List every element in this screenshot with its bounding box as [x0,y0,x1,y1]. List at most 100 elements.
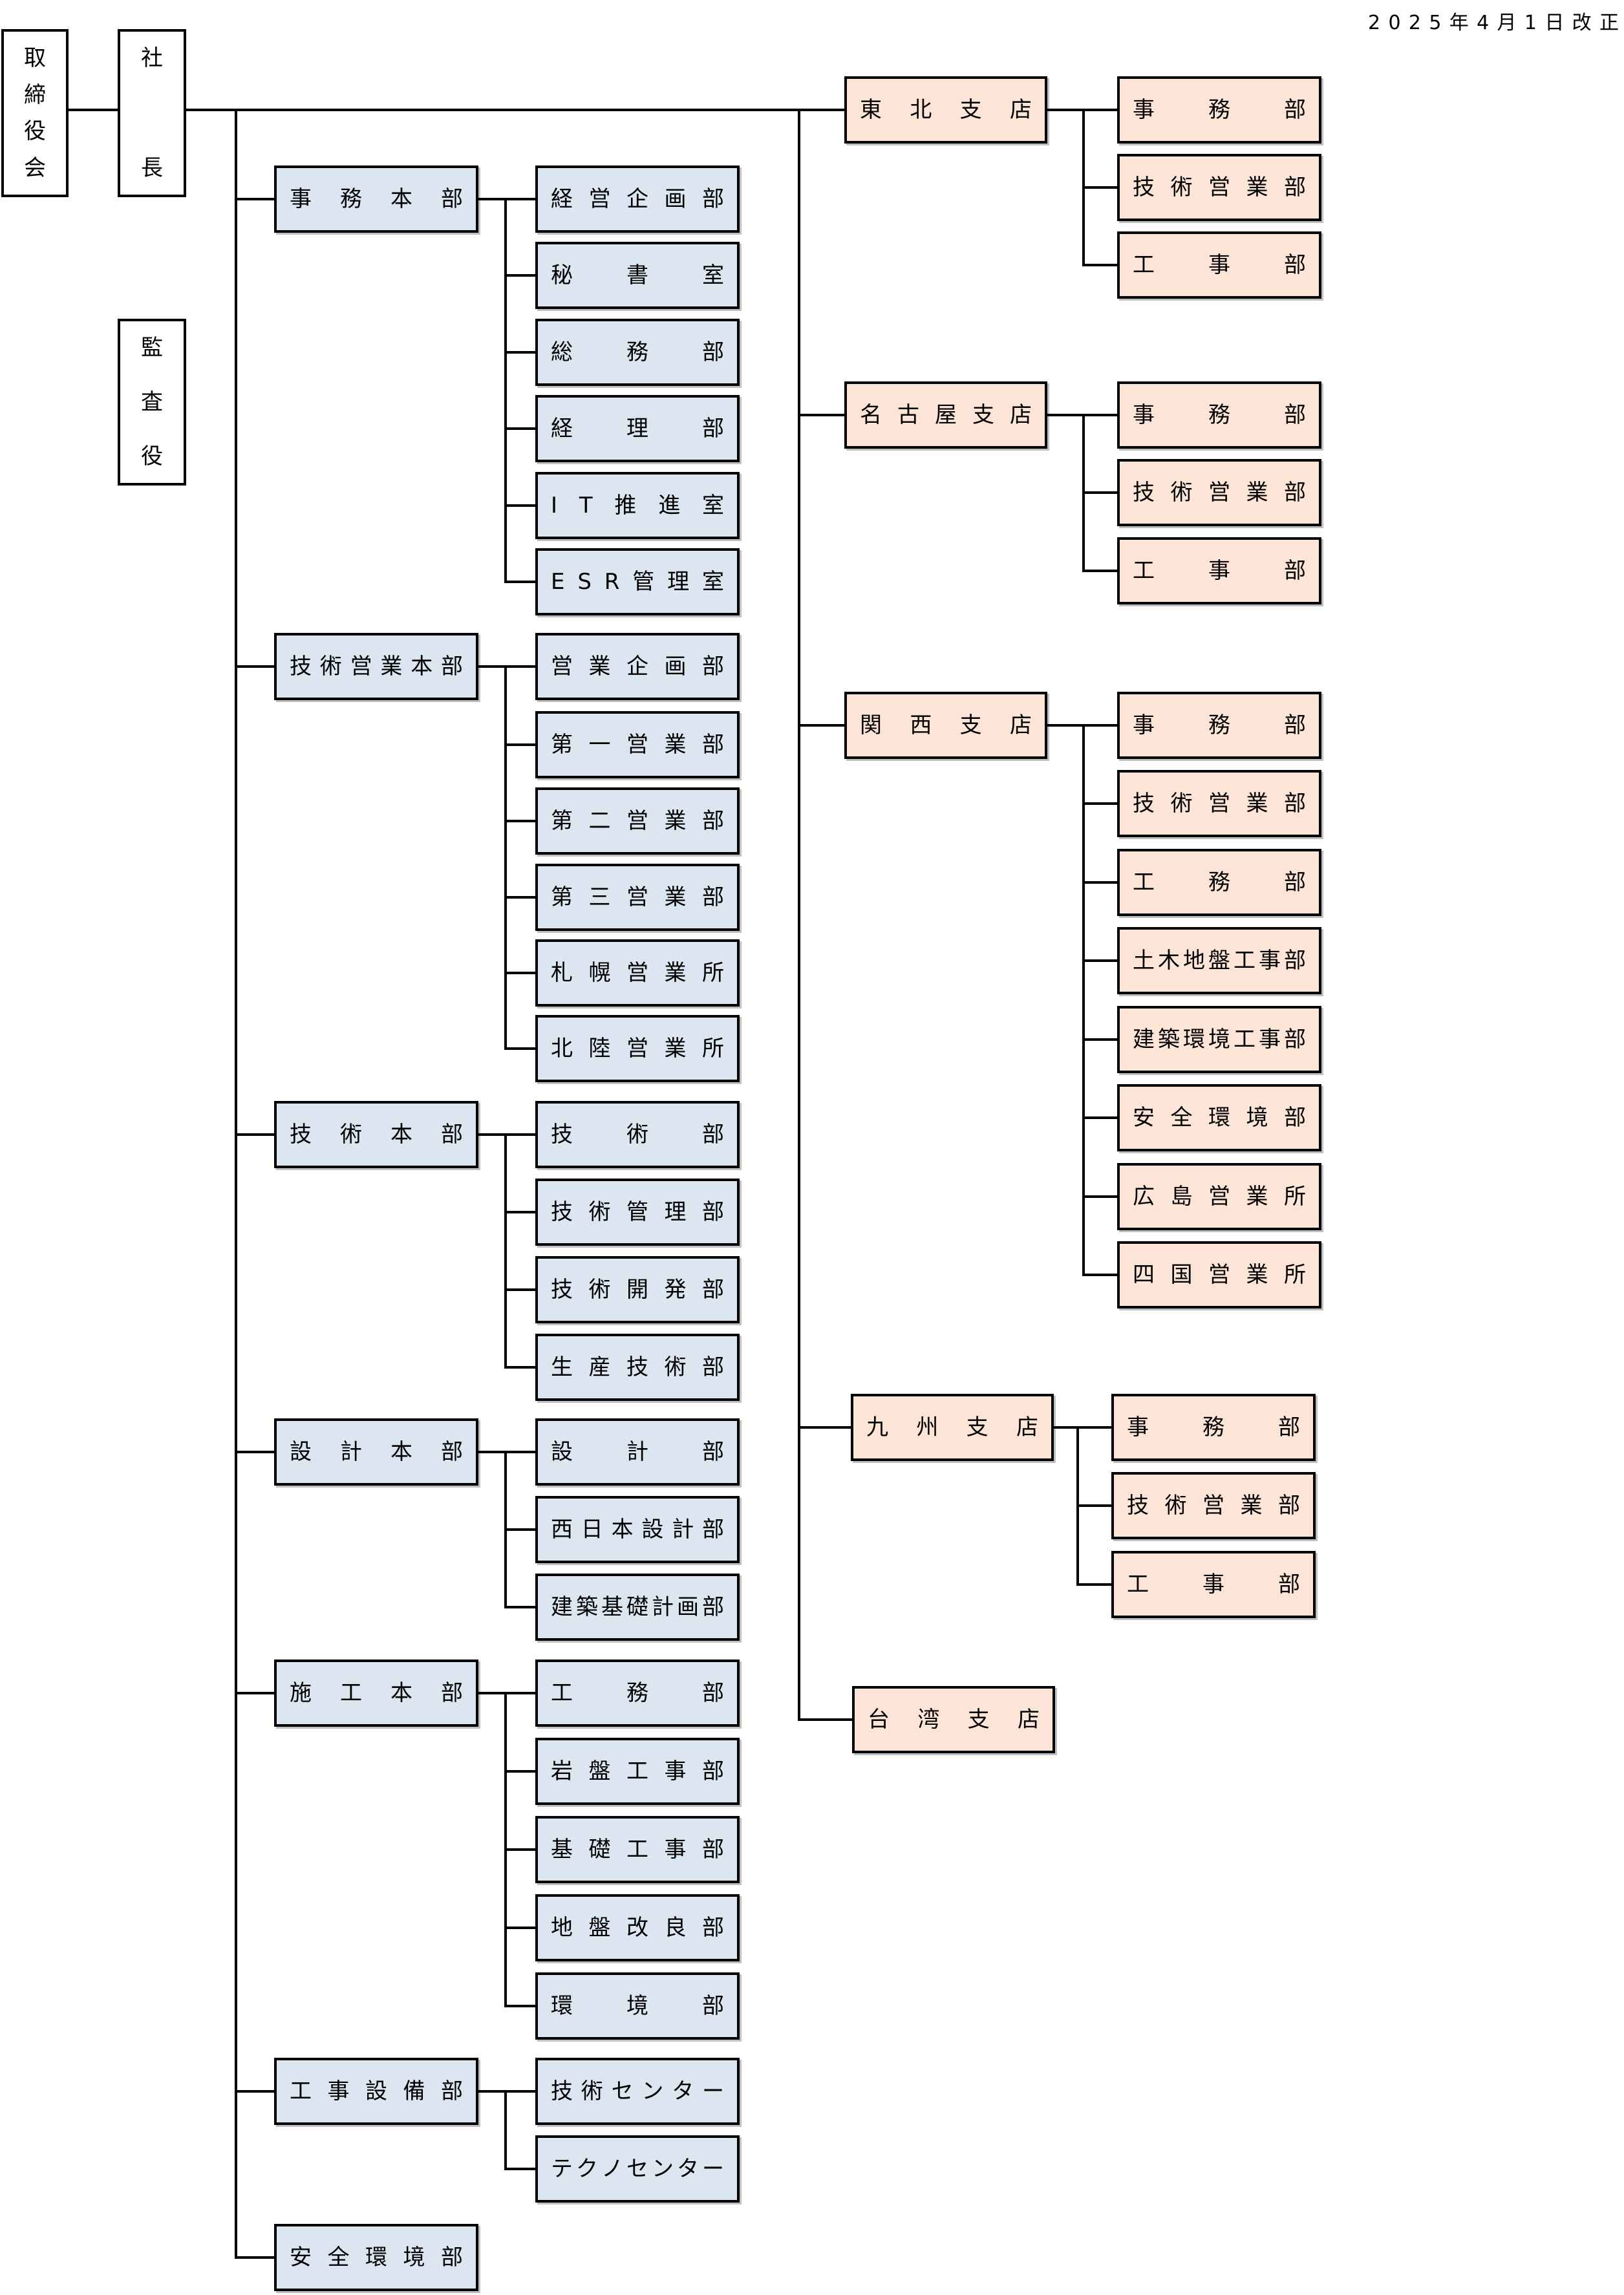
label-char: 画 [677,1594,699,1620]
label-char: 第 [551,732,573,758]
connector-line [1076,1583,1113,1586]
hq-department-box: 営業企画部 [535,633,740,700]
label-char: 役 [141,443,163,469]
label-char: 施 [290,1680,312,1706]
label-char: 開 [626,1277,648,1303]
label-char: 本 [390,1122,412,1148]
branch-department-box: 技術営業部 [1117,154,1321,221]
label-char: 技 [551,1277,573,1303]
label-char: 部 [702,884,724,910]
label-char: 技 [290,1122,312,1148]
label-char: 務 [626,339,648,365]
label-char: 営 [1208,791,1230,817]
label-char: 設 [641,1517,664,1542]
label-char: 日 [581,1517,603,1542]
label-char: 幌 [588,960,611,986]
label-char: テ [551,2156,573,2182]
label-char: 締 [24,81,46,108]
label-char: 設 [365,2078,387,2104]
connector-line [504,2090,537,2093]
label-char: 室 [702,493,724,518]
connector-line [504,198,537,200]
label-char: 工 [340,1680,362,1706]
label-char: 営 [588,186,611,212]
label-char: 事 [1259,1027,1281,1052]
headquarters-box: 施工本部 [274,1660,478,1727]
label-char: 経 [551,186,573,212]
label-char: 工 [1234,1027,1255,1052]
label-char: 業 [588,654,611,679]
label-char: 店 [1009,712,1032,738]
connector-line [1076,1426,1113,1429]
label-char: 務 [1208,402,1230,428]
hq-department-box: 西日本設計部 [535,1496,740,1563]
label-char: 業 [1246,480,1268,506]
label-char: 店 [1017,1707,1040,1733]
label-char: 部 [1284,558,1306,584]
label-char: 部 [1284,402,1306,428]
hq-department-box: 生産技術部 [535,1334,740,1401]
label-char: 部 [702,186,724,212]
headquarters-box: 技術営業本部 [274,633,478,700]
label-char: 会 [24,155,46,181]
label-char: 第 [551,808,573,834]
connector-line [798,1426,852,1429]
branch-department-box: 技術営業部 [1117,770,1321,837]
label-char: 設 [290,1439,312,1465]
label-char: 二 [588,808,611,834]
label-char: 社 [141,45,163,71]
connector-line [1046,724,1085,727]
hq-department-box: 技術管理部 [535,1179,740,1246]
label-char: 部 [441,1122,463,1148]
connector-line [504,351,537,354]
label-char: 安 [290,2245,312,2270]
label-char: 部 [701,1517,724,1542]
label-char: 業 [664,808,687,834]
label-char: 部 [441,186,463,212]
branch-department-box: 土木地盤工事部 [1117,927,1321,994]
board-of-directors-box: 取締役会 [1,29,69,197]
connector-line [1082,109,1118,111]
label-char: 技 [1127,1493,1149,1519]
label-char: 北 [551,1036,573,1062]
label-char: 2 [1368,12,1381,34]
connector-line [1082,570,1118,572]
label-char: ン [641,2078,664,2104]
label-char: 技 [290,654,312,679]
label-char: 部 [702,732,724,758]
connector-line [1082,491,1118,494]
label-char: 業 [380,654,403,679]
label-char: 環 [365,2245,387,2270]
connector-line [67,109,119,111]
connector-line [235,2256,275,2259]
label-char: 総 [551,339,573,365]
label-char: 部 [1278,1493,1300,1519]
connector-line [504,896,537,899]
connector-line [504,1606,537,1608]
hq-department-box: 第二営業部 [535,787,740,855]
connector-line [235,1133,275,1136]
label-char: 環 [551,1993,573,2019]
label-char: 部 [702,1915,724,1941]
hq-department-box: テクノセンター [535,2135,740,2203]
label-char: 術 [1170,175,1193,200]
label-char: 店 [1016,1414,1038,1440]
label-char: 部 [1284,712,1306,738]
label-char: 建 [551,1594,573,1620]
label-char: 経 [551,416,573,442]
branch-department-box: 事務部 [1117,692,1321,759]
label-char: 部 [702,1993,724,2019]
connector-line [1082,1274,1118,1276]
connector-line [1052,1426,1079,1429]
label-char: 発 [664,1277,687,1303]
label-char: 盤 [1208,948,1230,974]
headquarters-box: 設計本部 [274,1418,478,1486]
label-char: 業 [664,1036,687,1062]
label-char: セ [626,2156,648,2182]
label-char: 建 [1133,1027,1155,1052]
connector-line [1082,959,1118,962]
connector-line [235,1692,275,1694]
headquarters-box: 工事設備部 [274,2058,478,2125]
label-char: 生 [551,1354,573,1380]
